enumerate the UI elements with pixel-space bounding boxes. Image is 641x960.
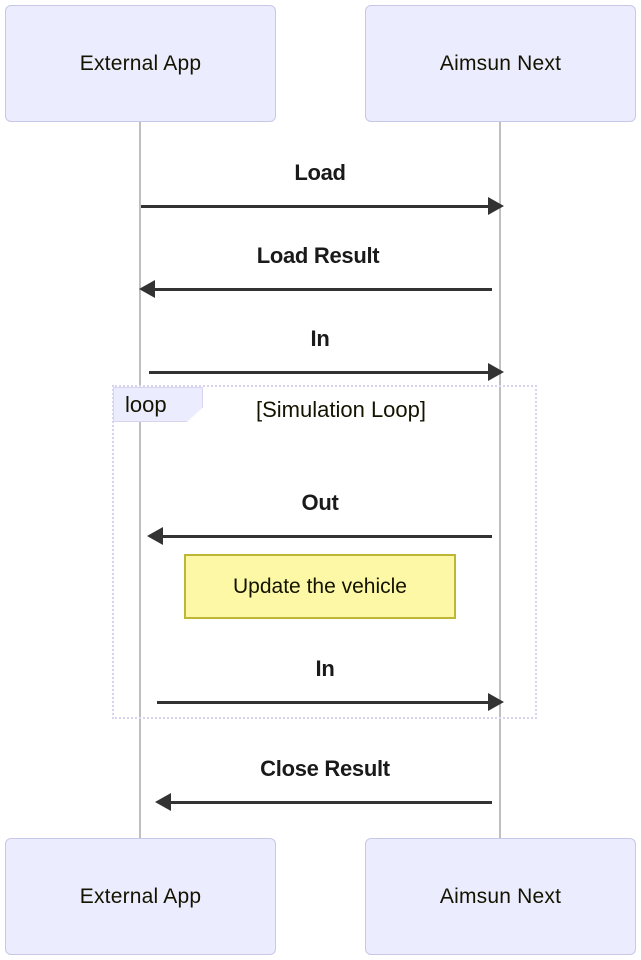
loop-tag-text: loop [125, 391, 167, 417]
participant-external-app-top[interactable]: External App [5, 5, 276, 122]
message-line-in-2 [157, 701, 492, 704]
lifeline-external-app [139, 120, 141, 840]
loop-tag-label: loop [113, 387, 203, 422]
message-label-in-2: In [315, 656, 335, 681]
message-line-load-result [155, 288, 492, 291]
message-line-load [141, 205, 492, 208]
participant-aimsun-next-bottom[interactable]: Aimsun Next [365, 838, 636, 955]
message-line-out [163, 535, 492, 538]
participant-external-app-bottom[interactable]: External App [5, 838, 276, 955]
message-arrowhead-out [147, 527, 163, 545]
participant-label-external-app: External App [79, 51, 202, 75]
note-text: Update the vehicle [233, 574, 407, 598]
participant-label-aimsun-next: Aimsun Next [439, 51, 562, 75]
message-arrowhead-in-2 [488, 693, 504, 711]
message-label-load: Load [294, 160, 346, 185]
message-label-out: Out [301, 490, 339, 515]
message-line-in-1 [149, 371, 492, 374]
loop-fragment-simulation-loop [112, 385, 537, 719]
message-label-in-1: In [310, 326, 330, 351]
message-arrowhead-load [488, 197, 504, 215]
message-arrowhead-load-result [139, 280, 155, 298]
message-arrowhead-in-1 [488, 363, 504, 381]
message-label-close-result: Close Result [260, 756, 390, 781]
note-update-the-vehicle: Update the vehicle [184, 554, 456, 619]
participant-aimsun-next-top[interactable]: Aimsun Next [365, 5, 636, 122]
message-arrowhead-close-result [155, 793, 171, 811]
participant-label-external-app-bottom: External App [79, 884, 202, 908]
participant-label-aimsun-next-bottom: Aimsun Next [439, 884, 562, 908]
message-line-close-result [171, 801, 492, 804]
lifeline-aimsun-next [499, 120, 501, 840]
loop-title-text: [Simulation Loop] [256, 397, 426, 422]
message-label-load-result: Load Result [256, 243, 380, 268]
